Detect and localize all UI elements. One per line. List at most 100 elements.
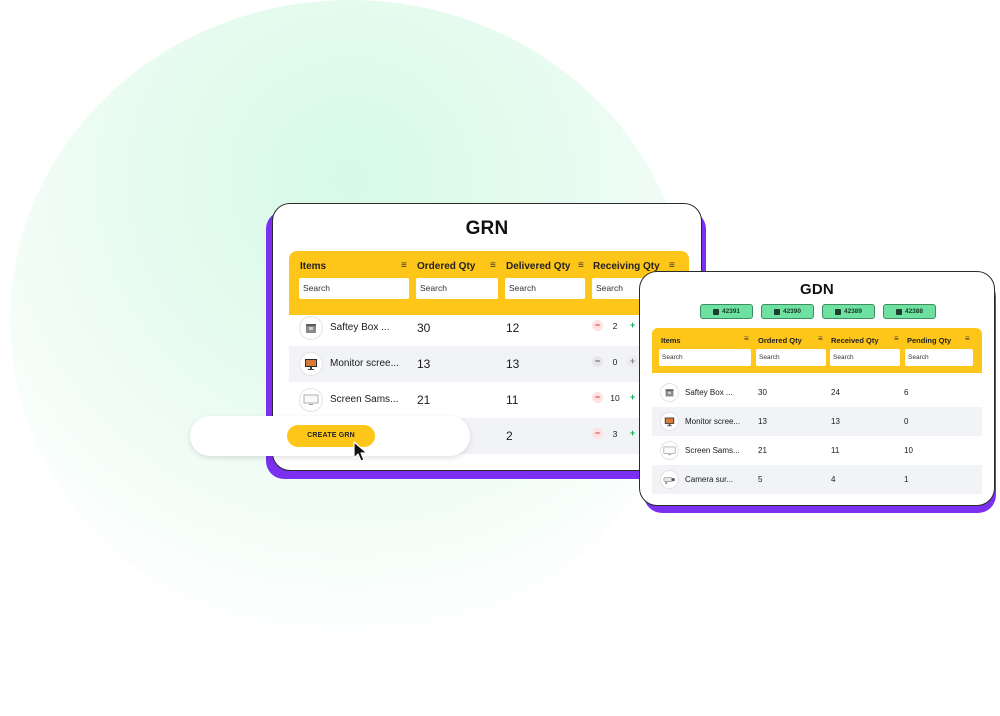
item-name: Screen Sams... bbox=[685, 446, 740, 455]
menu-icon[interactable]: ≡ bbox=[818, 334, 823, 343]
received-qty: 11 bbox=[831, 446, 840, 455]
gdn-tag[interactable]: 42388 bbox=[883, 304, 936, 319]
table-row: Saftey Box ... 30 12 − 2 + bbox=[289, 310, 689, 346]
table-row: Camera sur... 5 4 1 bbox=[652, 465, 982, 494]
table-row: Saftey Box ... 30 24 6 bbox=[652, 378, 982, 407]
grn-table-header: Items ≡ Ordered Qty ≡ Delivered Qty ≡ Re… bbox=[289, 251, 689, 315]
grn-title: GRN bbox=[465, 218, 509, 239]
tag-label: 42389 bbox=[843, 308, 863, 315]
item-name: Saftey Box ... bbox=[685, 388, 733, 397]
pending-qty: 1 bbox=[904, 475, 909, 484]
mouse-cursor-icon bbox=[353, 441, 368, 462]
menu-icon[interactable]: ≡ bbox=[490, 260, 496, 271]
pending-qty: 10 bbox=[904, 446, 913, 455]
ordered-qty: 13 bbox=[417, 357, 431, 371]
menu-icon[interactable]: ≡ bbox=[669, 260, 675, 271]
screen-icon bbox=[299, 388, 323, 412]
grn-col-delivered: Delivered Qty bbox=[506, 261, 571, 272]
pending-qty: 6 bbox=[904, 388, 909, 397]
menu-icon[interactable]: ≡ bbox=[744, 334, 749, 343]
gdn-col-ordered: Ordered Qty bbox=[758, 336, 802, 345]
minus-icon[interactable]: − bbox=[592, 428, 603, 439]
menu-icon[interactable]: ≡ bbox=[401, 260, 407, 271]
tag-label: 42388 bbox=[904, 308, 924, 315]
gdn-col-pending: Pending Qty bbox=[907, 336, 952, 345]
delivered-qty: 11 bbox=[506, 393, 519, 407]
tag-label: 42390 bbox=[782, 308, 802, 315]
grn-col-ordered: Ordered Qty bbox=[417, 261, 476, 272]
table-row: Screen Sams... 21 11 − 10 + bbox=[289, 382, 689, 418]
gdn-card: GDN 42391 42390 42389 42388 Items ≡ Orde… bbox=[639, 271, 995, 506]
safety-box-icon bbox=[299, 316, 323, 340]
receiving-qty[interactable]: 3 bbox=[612, 428, 618, 439]
ordered-qty: 30 bbox=[417, 321, 431, 335]
gdn-tag[interactable]: 42389 bbox=[822, 304, 875, 319]
ordered-qty: 13 bbox=[758, 417, 767, 426]
minus-icon[interactable]: − bbox=[592, 320, 603, 331]
table-row: Screen Sams... 21 11 10 bbox=[652, 436, 982, 465]
delivered-qty: 12 bbox=[506, 321, 520, 335]
monitor-icon bbox=[660, 412, 679, 431]
item-name: Camera sur... bbox=[685, 475, 734, 484]
delivered-qty: 2 bbox=[506, 429, 513, 443]
tag-label: 42391 bbox=[721, 308, 741, 315]
gdn-tag[interactable]: 42391 bbox=[700, 304, 753, 319]
gdn-title: GDN bbox=[800, 281, 834, 298]
grn-search-ordered[interactable]: Search bbox=[416, 278, 498, 299]
receiving-qty-stepper: − 0 + bbox=[592, 356, 638, 367]
receiving-qty[interactable]: 10 bbox=[610, 392, 620, 403]
receiving-qty-stepper: − 10 + bbox=[592, 392, 638, 403]
gdn-search-pending[interactable]: Search bbox=[905, 349, 973, 366]
grn-col-items: Items bbox=[300, 261, 327, 272]
table-row: Monitor scree... 13 13 − 0 + bbox=[289, 346, 689, 382]
item-name: Monitor scree... bbox=[330, 358, 399, 369]
gdn-col-items: Items bbox=[661, 336, 681, 345]
plus-icon[interactable]: + bbox=[629, 428, 636, 438]
plus-icon[interactable]: + bbox=[629, 392, 636, 402]
plus-icon[interactable]: + bbox=[627, 356, 638, 367]
receiving-qty[interactable]: 0 bbox=[612, 356, 618, 367]
pending-qty: 0 bbox=[904, 417, 909, 426]
gdn-search-ordered[interactable]: Search bbox=[756, 349, 826, 366]
receiving-qty[interactable]: 2 bbox=[612, 320, 618, 331]
grn-search-delivered[interactable]: Search bbox=[505, 278, 585, 299]
ordered-qty: 21 bbox=[758, 446, 767, 455]
ordered-qty: 21 bbox=[417, 393, 431, 407]
grn-col-receiving: Receiving Qty bbox=[593, 261, 660, 272]
monitor-icon bbox=[299, 352, 323, 376]
minus-icon[interactable]: − bbox=[592, 356, 603, 367]
menu-icon[interactable]: ≡ bbox=[894, 334, 899, 343]
grn-card: GRN Items ≡ Ordered Qty ≡ Delivered Qty … bbox=[272, 203, 702, 471]
safety-box-icon bbox=[660, 383, 679, 402]
document-icon bbox=[773, 308, 780, 315]
item-name: Saftey Box ... bbox=[330, 322, 390, 333]
camera-icon bbox=[660, 470, 679, 489]
item-name: Monitor scree... bbox=[685, 417, 741, 426]
menu-icon[interactable]: ≡ bbox=[578, 260, 584, 271]
item-name: Screen Sams... bbox=[330, 394, 399, 405]
menu-icon[interactable]: ≡ bbox=[965, 334, 970, 343]
receiving-qty-stepper: − 2 + bbox=[592, 320, 638, 331]
document-icon bbox=[834, 308, 841, 315]
gdn-col-received: Received Qty bbox=[831, 336, 879, 345]
gdn-tags: 42391 42390 42389 42388 bbox=[700, 304, 936, 319]
receiving-qty-stepper: − 3 + bbox=[592, 428, 638, 439]
grn-search-items[interactable]: Search bbox=[299, 278, 409, 299]
table-row: Monitor scree... 13 13 0 bbox=[652, 407, 982, 436]
received-qty: 4 bbox=[831, 475, 836, 484]
minus-icon[interactable]: − bbox=[592, 392, 603, 403]
gdn-tag[interactable]: 42390 bbox=[761, 304, 814, 319]
screen-icon bbox=[660, 441, 679, 460]
received-qty: 24 bbox=[831, 388, 840, 397]
ordered-qty: 30 bbox=[758, 388, 767, 397]
plus-icon[interactable]: + bbox=[629, 320, 636, 330]
gdn-table-header: Items ≡ Ordered Qty ≡ Received Qty ≡ Pen… bbox=[652, 328, 982, 373]
document-icon bbox=[712, 308, 719, 315]
create-grn-button[interactable]: CREATE GRN bbox=[287, 425, 375, 447]
document-icon bbox=[895, 308, 902, 315]
ordered-qty: 5 bbox=[758, 475, 763, 484]
create-grn-bar: CREATE GRN bbox=[190, 416, 470, 456]
gdn-search-received[interactable]: Search bbox=[830, 349, 900, 366]
received-qty: 13 bbox=[831, 417, 840, 426]
gdn-search-items[interactable]: Search bbox=[659, 349, 751, 366]
